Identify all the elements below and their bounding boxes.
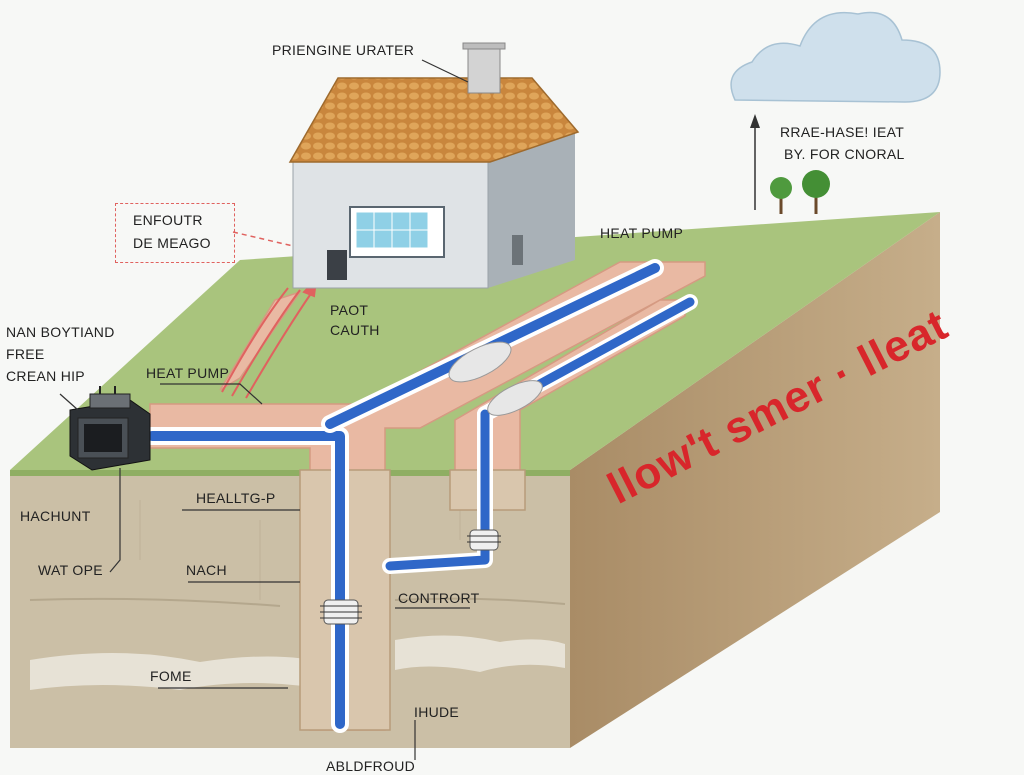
label-left-top-3: CREAN HIP	[6, 368, 85, 384]
label-ihude: IHUDE	[414, 704, 460, 720]
label-fome: FOME	[150, 668, 192, 684]
label-abldfroud: ABLDFROUD	[326, 758, 416, 774]
label-cloud-caption-1: RRAE-HASE! IEAT	[780, 124, 905, 140]
up-arrow-icon	[750, 114, 760, 210]
label-pact-2: CAUTH	[330, 322, 380, 338]
label-house-top: PRIENGINE URATER	[272, 42, 415, 58]
label-heat-pump-right: HEAT PUMP	[600, 225, 684, 241]
house	[288, 42, 580, 289]
pointer-line	[232, 231, 294, 247]
label-dashed-box-1: ENFOUTR	[133, 212, 203, 228]
label-wat-ope: WAT OPE	[38, 562, 103, 578]
cloud	[730, 11, 941, 103]
label-left-top-1: NAN BOYTIAND	[6, 324, 115, 340]
label-hachunt: HACHUNT	[20, 508, 91, 524]
label-heat-pump-left: HEAT PUMP	[146, 365, 230, 381]
dashed-callout-box	[115, 203, 235, 263]
tree-icon	[770, 170, 830, 214]
leader-lines	[59, 59, 470, 760]
heat-pump-unit	[69, 386, 151, 471]
pipe-connector	[320, 341, 543, 625]
label-healltg: HEALLTG-P	[196, 490, 276, 506]
label-cloud-caption-2: BY. FOR CNORAL	[784, 146, 905, 162]
label-left-top-2: FREE	[6, 346, 45, 362]
label-contrort: CONTRORT	[398, 590, 480, 606]
label-dashed-box-2: DE MEAGO	[133, 235, 211, 251]
label-pact-1: PAOT	[330, 302, 369, 318]
label-nach: NACH	[186, 562, 227, 578]
